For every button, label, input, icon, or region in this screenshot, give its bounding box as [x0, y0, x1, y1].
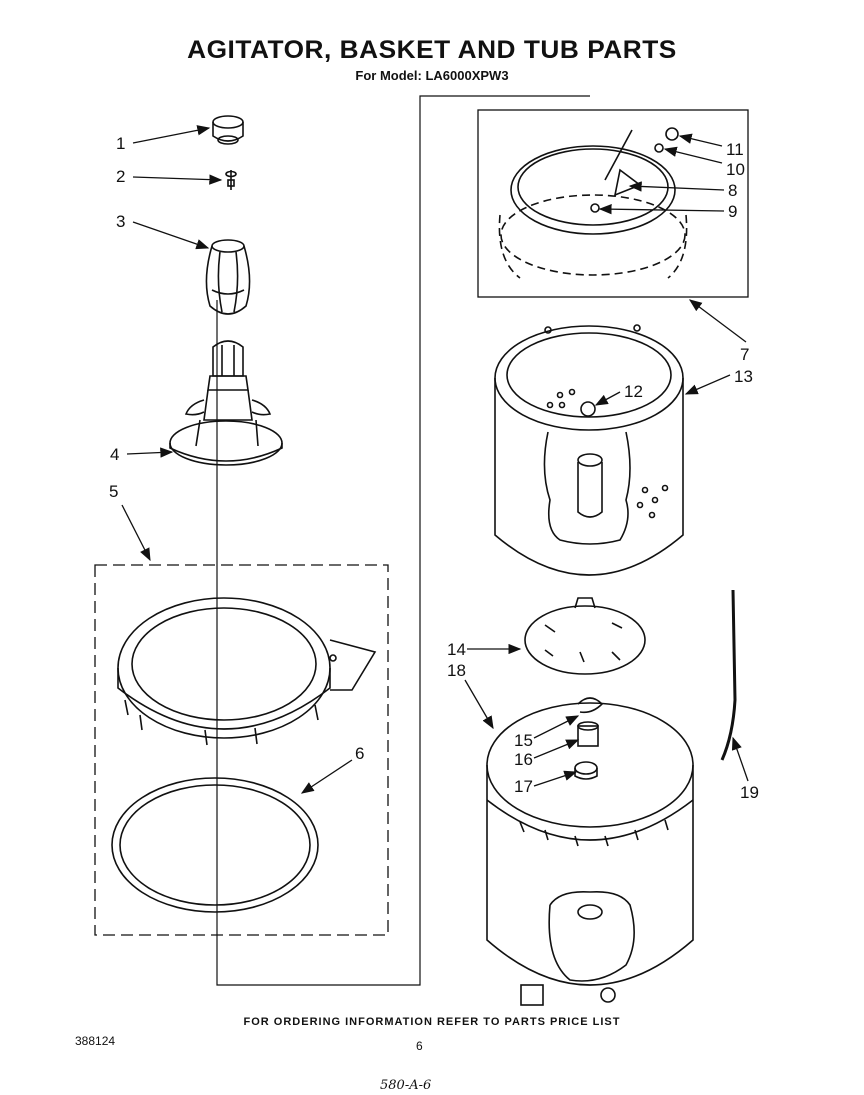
callout-12: 12 [624, 382, 643, 401]
assembly-box-5 [94, 564, 389, 936]
callout-2: 2 [116, 167, 125, 186]
callout-3: 3 [116, 212, 125, 231]
connector-line [216, 95, 590, 986]
spin-basket [494, 324, 684, 576]
callout-13: 13 [734, 367, 753, 386]
spin-tube-hardware [574, 697, 604, 780]
ordering-info-note: FOR ORDERING INFORMATION REFER TO PARTS … [243, 1016, 621, 1028]
callout-11: 11 [726, 140, 744, 159]
agitator-bolt [225, 170, 237, 190]
callout-4: 4 [110, 445, 119, 464]
callout-18: 18 [447, 661, 466, 680]
callout-9: 9 [728, 202, 737, 221]
callout-7: 7 [740, 345, 749, 364]
callout-6: 6 [355, 744, 364, 763]
page-number: 6 [416, 1039, 423, 1053]
tub-ring [117, 597, 377, 746]
outer-tub [486, 702, 694, 1006]
drain-hose [720, 589, 737, 761]
document-number: 388124 [75, 1034, 116, 1048]
tub-ring-gasket [111, 777, 319, 913]
callout-19: 19 [740, 783, 759, 802]
callout-17: 17 [514, 777, 533, 796]
model-subtitle: For Model: LA6000XPW3 [355, 68, 509, 83]
assembly-box-7 [477, 109, 749, 298]
callout-15: 15 [514, 731, 533, 750]
agitator-cam [205, 239, 251, 315]
basket-drive-plate [524, 597, 646, 675]
page-title: AGITATOR, BASKET AND TUB PARTS [187, 36, 677, 64]
callout-8: 8 [728, 181, 737, 200]
basket-top-ring [498, 127, 688, 279]
callout-14: 14 [447, 640, 466, 659]
callout-16: 16 [514, 750, 533, 769]
handwritten-note: 580-A-6 [380, 1078, 432, 1093]
callout-labels: 1 2 3 4 5 6 7 8 9 10 11 12 13 14 15 16 1… [109, 134, 759, 802]
callout-5: 5 [109, 482, 118, 501]
callout-10: 10 [726, 160, 745, 179]
agitator-cap [212, 115, 244, 145]
callout-1: 1 [116, 134, 125, 153]
agitator [169, 340, 283, 466]
